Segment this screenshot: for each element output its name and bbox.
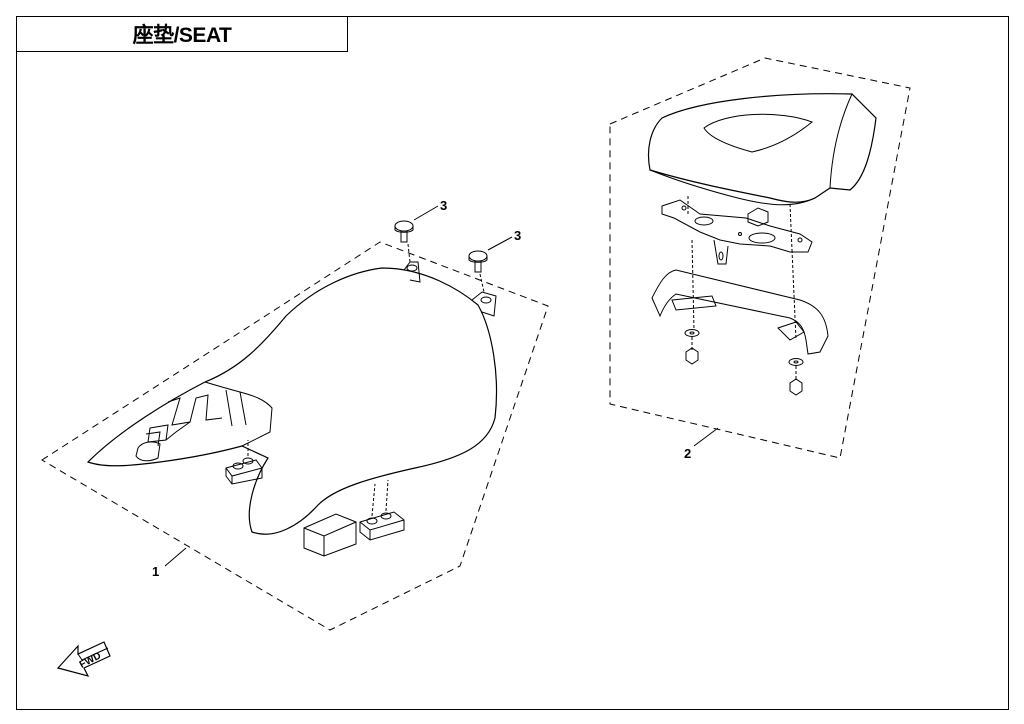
bolt-a — [394, 220, 414, 263]
leader-2 — [693, 427, 719, 447]
leader-1 — [164, 547, 187, 567]
front-seat-group-outline — [41, 241, 549, 631]
bolt-b — [468, 250, 488, 293]
leader-3b — [487, 236, 513, 251]
callout-3a: 3 — [440, 198, 447, 213]
title-box: 座垫/SEAT — [16, 16, 348, 52]
diagram-frame — [16, 16, 1009, 710]
leader-3a — [413, 205, 439, 221]
callout-3b: 3 — [514, 228, 521, 243]
forward-arrow-label: FWD — [78, 650, 103, 670]
page-title: 座垫/SEAT — [132, 24, 232, 47]
rear-seat-frame — [651, 239, 829, 396]
rear-seat — [647, 93, 877, 206]
rear-seat-group-outline — [609, 57, 911, 459]
front-seat — [86, 261, 498, 535]
front-seat-fasteners — [225, 440, 405, 557]
rear-seat-bracket — [661, 196, 813, 265]
forward-arrow-icon — [56, 641, 111, 677]
callout-1: 1 — [152, 564, 159, 579]
callout-2: 2 — [684, 446, 691, 461]
